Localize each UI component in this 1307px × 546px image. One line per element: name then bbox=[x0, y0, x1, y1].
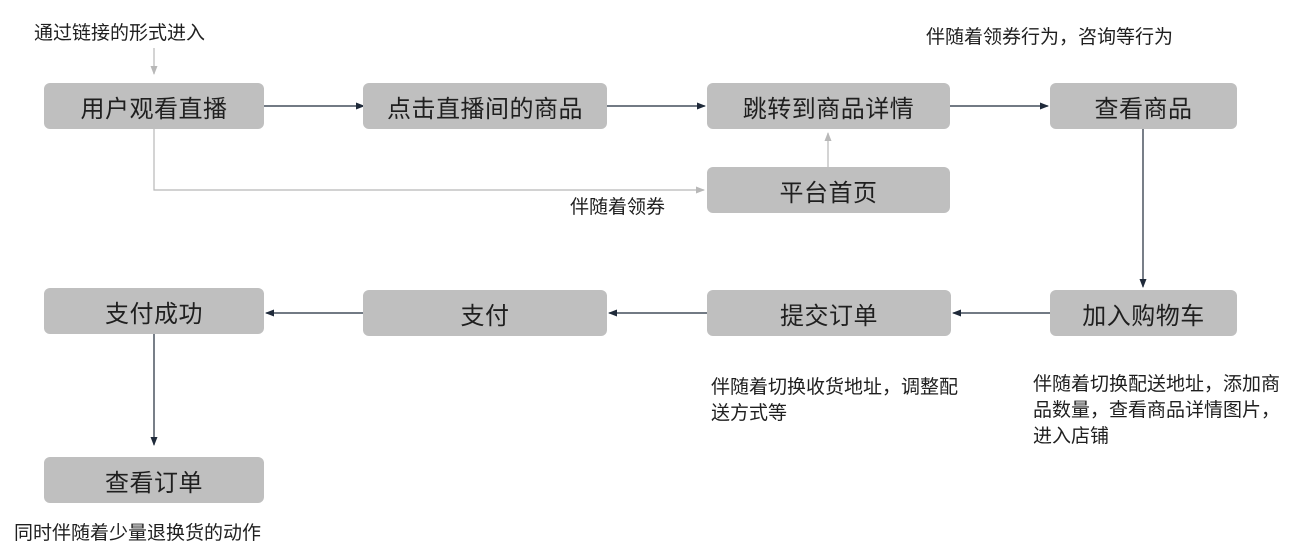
node-jump-detail: 跳转到商品详情 bbox=[707, 83, 950, 129]
node-watch-live: 用户观看直播 bbox=[44, 83, 264, 129]
note-after-sale: 同时伴随着少量退换货的动作 bbox=[14, 522, 262, 544]
note-with-coupon: 伴随着领券 bbox=[570, 196, 666, 218]
note-cart-actions: 伴随着切换配送地址，添加商品数量，查看商品详情图片，进入店铺 bbox=[1033, 373, 1281, 447]
note-coupon-consult: 伴随着领券行为，咨询等行为 bbox=[926, 26, 1174, 48]
arrow-watch-to-home bbox=[153, 129, 705, 194]
node-click-product: 点击直播间的商品 bbox=[363, 83, 607, 129]
node-submit-order: 提交订单 bbox=[707, 290, 951, 336]
node-platform-home: 平台首页 bbox=[707, 167, 950, 213]
node-pay-success: 支付成功 bbox=[44, 288, 264, 334]
node-view-product: 查看商品 bbox=[1050, 83, 1237, 129]
node-add-cart: 加入购物车 bbox=[1050, 290, 1237, 336]
note-order-actions: 伴随着切换收货地址，调整配送方式等 bbox=[711, 376, 959, 424]
node-view-order: 查看订单 bbox=[44, 457, 264, 503]
note-enter-via-link: 通过链接的形式进入 bbox=[34, 22, 206, 44]
node-pay: 支付 bbox=[363, 290, 607, 336]
